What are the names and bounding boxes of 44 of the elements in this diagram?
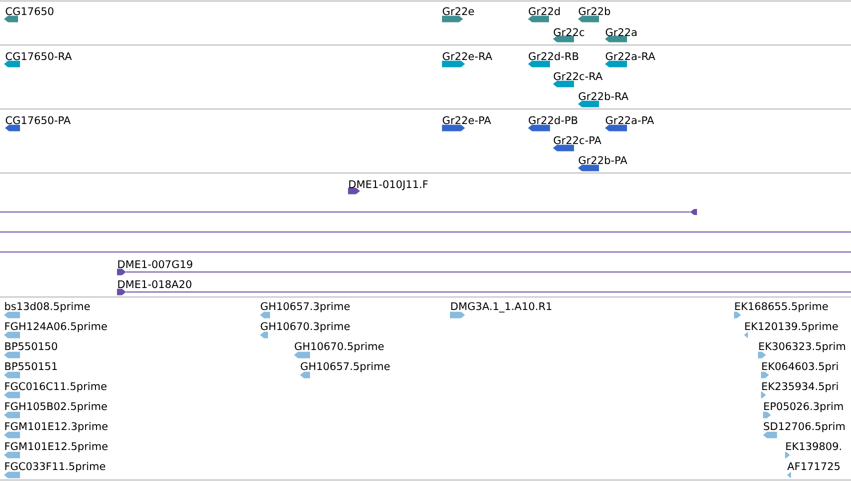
feature-label: GH10670.5prime [294, 342, 384, 352]
feature-label: Gr22e-RA [442, 52, 492, 60]
feature-label: Gr22b-RA [578, 92, 628, 100]
feature-label: Gr22a-PA [606, 116, 654, 124]
feature-label: FGM101E12.5prime [5, 442, 108, 452]
feature-label: EK235934.5pri [762, 382, 838, 392]
feature-label: EK064603.5pri [762, 362, 838, 372]
feature-label: Gr22c-RA [554, 72, 603, 80]
feature-label: BP550150 [5, 342, 58, 350]
feature-label: GH10657.5prime [300, 362, 390, 372]
feature-label: EP05026.3prim [764, 402, 843, 412]
feature-label: Gr22a [606, 28, 636, 36]
feature-label: GH10657.3prime [260, 302, 350, 312]
feature-label: Gr22c [554, 28, 584, 36]
feature-label: FGH105B02.5prime [5, 402, 107, 412]
feature-label: CG17650-PA [6, 116, 71, 124]
feature-label: DMG3A.1_1.A10.R1 [451, 302, 552, 312]
feature-label: Gr22e-PA [442, 116, 492, 124]
feature-label: FGC016C11.5prime [5, 382, 106, 392]
feature-label: Gr22e [442, 7, 474, 16]
feature-label: bs13d08.5prime [5, 302, 90, 312]
feature-label: AF171725 [787, 462, 840, 470]
feature-label: DME1-010J11.F [349, 180, 428, 190]
feature-label: DME1-007G19 [118, 260, 192, 268]
feature-label: BP550151 [5, 362, 57, 370]
feature-label: EK168655.5prime [735, 302, 828, 312]
feature-label: Gr22a-RA [606, 52, 656, 60]
feature-label: CG17650 [6, 7, 54, 16]
feature-label: Gr22d-PB [528, 116, 578, 124]
feature-label: Gr22b [578, 7, 610, 16]
feature-label: FGC033F11.5prime [5, 462, 106, 472]
feature-label: Gr22d-RB [528, 52, 578, 60]
feature-label: Gr22b-PA [578, 156, 628, 164]
feature-label: EK139809. [786, 442, 841, 450]
feature-label: Gr22c-PA [554, 136, 602, 144]
feature-label: Gr22d [528, 7, 560, 16]
feature-label: SD12706.5prim [764, 422, 845, 432]
feature-label: GH10670.3prime [260, 322, 350, 332]
feature-label: CG17650-RA [6, 52, 72, 60]
feature-label: EK306323.5prim [759, 342, 846, 352]
feature-label: FGM101E12.3prime [5, 422, 108, 432]
feature-label: DME1-018A20 [118, 280, 192, 288]
feature-label: EK120139.5prime [745, 322, 838, 332]
feature-label: FGH124A06.5prime [5, 322, 107, 332]
